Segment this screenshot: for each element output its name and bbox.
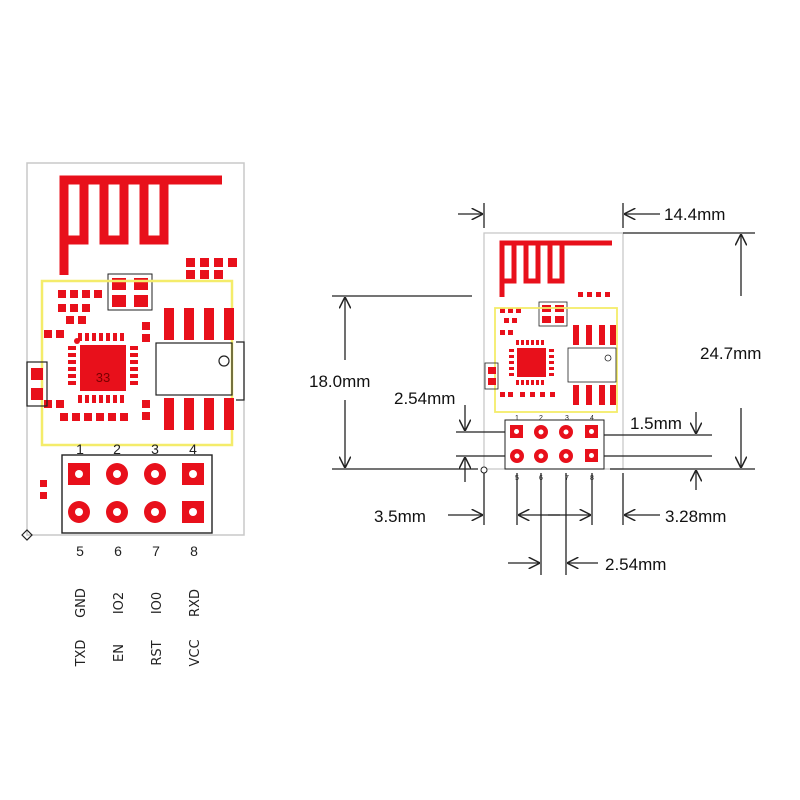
dim-header-offset-label: 1.5mm (630, 414, 682, 433)
pin-label-rst: RST (150, 640, 165, 665)
right-header: 1 2 3 4 5 6 7 8 (504, 415, 605, 482)
left-bottom-num-6: 6 (114, 543, 122, 559)
right-header-top-numbers: 1 2 3 4 (515, 415, 594, 422)
left-top-num-1: 1 (76, 441, 84, 457)
pin-label-vcc: VCC (188, 639, 203, 666)
left-pin-labels: GND IO2 IO0 RXD TXD EN RST VCC (74, 588, 203, 667)
right-top-num-4: 4 (590, 415, 594, 422)
pin-label-gnd: GND (74, 588, 89, 618)
pin-label-io2: IO2 (112, 592, 127, 614)
dim-height-label: 24.7mm (700, 344, 761, 363)
right-bottom-num-7: 7 (565, 475, 569, 482)
left-origin-mark (21, 529, 33, 541)
dim-row-pitch-label: 2.54mm (394, 389, 455, 408)
right-antenna-trace (499, 240, 612, 297)
right-shield-silkscreen (494, 307, 618, 413)
left-header-top-numbers: 1 2 3 4 (76, 441, 197, 457)
right-crystal-outline (538, 301, 568, 327)
left-flash-chip (155, 308, 245, 430)
left-top-num-4: 4 (189, 441, 197, 457)
left-module: 33 (21, 162, 245, 667)
pin-label-io0: IO0 (150, 592, 165, 614)
pin-label-en: EN (112, 644, 127, 662)
dim-right-edge-label: 3.28mm (665, 507, 726, 526)
right-module: 1 2 3 4 5 6 7 8 (480, 232, 624, 482)
left-chip: 33 (68, 333, 138, 403)
left-crystal-outline (107, 273, 153, 311)
left-chip-pins (68, 333, 138, 403)
left-passives (44, 322, 150, 421)
right-top-num-1: 1 (515, 415, 519, 422)
left-top-num-3: 3 (151, 441, 159, 457)
right-led (484, 362, 499, 390)
left-header: 1 2 3 4 (61, 441, 213, 534)
dimension-lines (332, 203, 755, 575)
right-header-pins (510, 425, 598, 463)
left-header-bottom-numbers: 5 6 7 8 (76, 543, 198, 559)
left-bottom-num-7: 7 (152, 543, 160, 559)
dim-left-edge-label: 3.5mm (374, 507, 426, 526)
right-flash-chip (567, 325, 617, 405)
dim-antenna-header-label: 18.0mm (309, 372, 370, 391)
left-chip-label: 33 (96, 370, 110, 385)
left-bottom-num-5: 5 (76, 543, 84, 559)
left-antenna-trace (59, 175, 222, 275)
dim-width-label: 14.4mm (664, 205, 725, 224)
pin-label-txd: TXD (74, 640, 89, 668)
right-chip (509, 340, 554, 385)
right-header-bottom-numbers: 5 6 7 8 (515, 475, 594, 482)
right-top-num-3: 3 (565, 415, 569, 422)
right-top-num-2: 2 (539, 415, 543, 422)
left-bottom-num-8: 8 (190, 543, 198, 559)
dim-pin-pitch-label: 2.54mm (605, 555, 666, 574)
pin-label-rxd: RXD (188, 589, 203, 617)
left-led (26, 361, 48, 407)
left-header-pins (68, 463, 204, 523)
dimension-labels: 14.4mm 24.7mm 18.0mm 2.54mm 1.5mm 3.5mm … (309, 205, 761, 574)
left-top-num-2: 2 (113, 441, 121, 457)
